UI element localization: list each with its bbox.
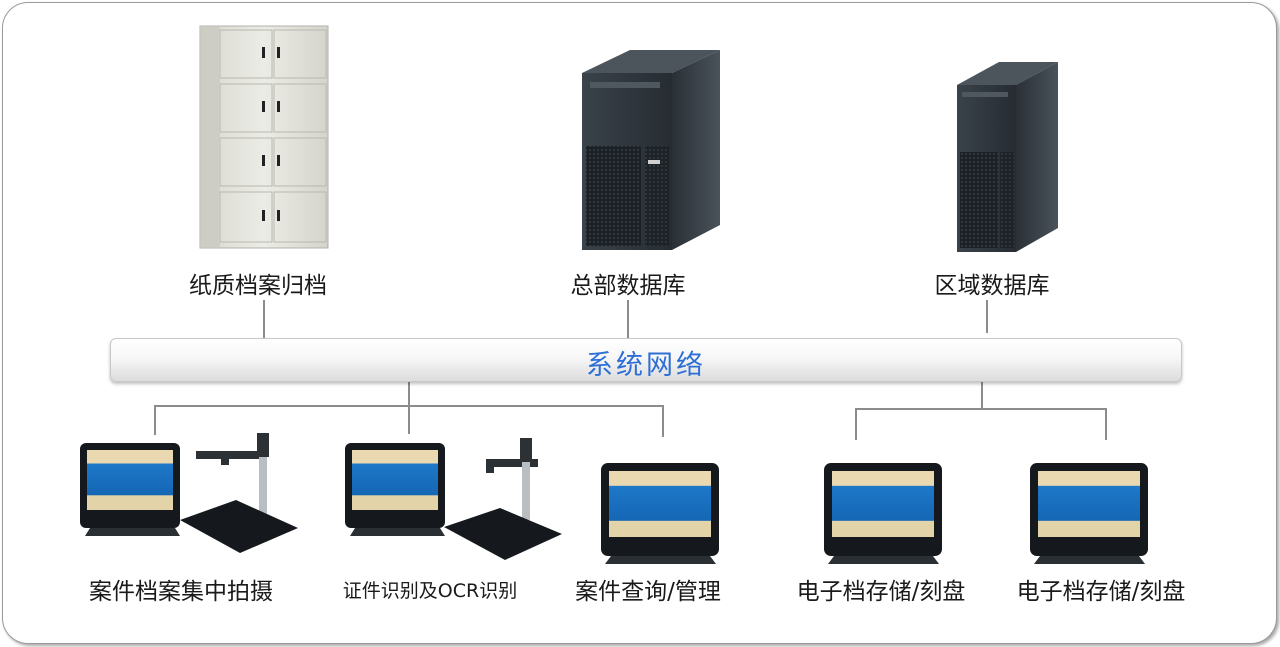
tower-server-icon bbox=[957, 62, 1058, 252]
connector-right-branch bbox=[856, 409, 1106, 440]
system-network-label: 系统网络 bbox=[586, 343, 706, 382]
e-archive-storage-label-2: 电子档存储/刻盘 bbox=[1017, 572, 1186, 606]
monitor-icon bbox=[1030, 463, 1148, 564]
paper-archive-label: 纸质档案归档 bbox=[189, 266, 327, 300]
case-query-label: 案件查询/管理 bbox=[575, 572, 721, 606]
centralized-capture-label: 案件档案集中拍摄 bbox=[89, 572, 273, 606]
tower-server-icon bbox=[582, 50, 720, 250]
monitor-with-document-camera-icon bbox=[345, 438, 562, 560]
monitor-icon bbox=[824, 463, 942, 564]
id-ocr-label: 证件识别及OCR识别 bbox=[343, 576, 517, 603]
filing-cabinet-icon bbox=[200, 26, 328, 248]
system-network-bar: 系统网络 bbox=[110, 338, 1182, 382]
hq-database-label: 总部数据库 bbox=[571, 266, 686, 300]
regional-database-label: 区域数据库 bbox=[935, 266, 1050, 300]
monitor-icon bbox=[601, 463, 719, 564]
e-archive-storage-label-1: 电子档存储/刻盘 bbox=[797, 572, 966, 606]
monitor-with-document-camera-icon bbox=[80, 433, 298, 553]
